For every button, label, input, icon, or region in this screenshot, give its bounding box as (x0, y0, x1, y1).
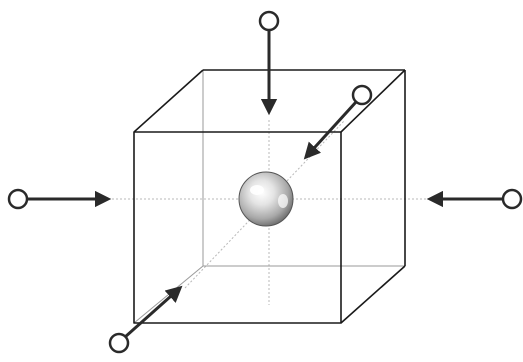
cube-top-right-edge (340, 69, 406, 133)
cube-front-face (133, 131, 342, 324)
pointer-left (7, 188, 112, 210)
center-sphere (238, 171, 294, 227)
cube-outline (133, 69, 406, 324)
sphere-reflection (278, 194, 288, 208)
pointer-top-handle-circle (258, 10, 280, 32)
pointer-right (426, 188, 523, 210)
sphere-highlight (250, 185, 264, 195)
pointer-bottom-left-handle-circle (108, 332, 130, 354)
pointer-left-handle-circle (7, 188, 29, 210)
hidden-edge-bottom-left (133, 265, 204, 324)
pointer-right-handle-circle (501, 188, 523, 210)
pointer-top-right-handle-circle (351, 84, 373, 106)
pointer-bottom-left (108, 285, 183, 354)
pointer-top (258, 10, 280, 116)
cube-top-left-edge (133, 69, 204, 133)
pointer-top-right (303, 84, 373, 160)
cube-bottom-right-edge (340, 265, 406, 324)
pointer-arrows (7, 10, 523, 354)
